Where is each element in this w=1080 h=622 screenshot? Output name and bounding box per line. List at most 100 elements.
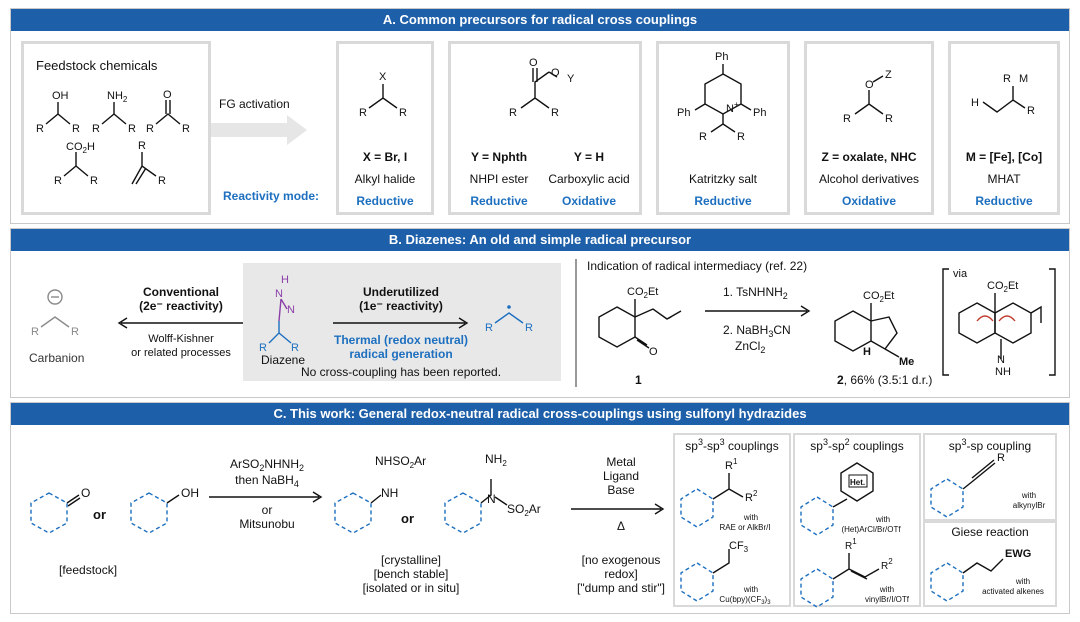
sp3-sp-title: sp3-sp coupling (948, 437, 1032, 453)
svg-text:R: R (158, 175, 166, 187)
nhpi-mode1: Reductive (470, 194, 528, 208)
svg-text:H: H (281, 274, 289, 286)
svg-text:CO2Et: CO2Et (863, 290, 894, 304)
svg-text:R: R (72, 123, 80, 135)
wolff-label-1: Wolff-Kishner (148, 333, 214, 345)
svg-text:O: O (865, 79, 874, 91)
svg-text:OH: OH (52, 90, 69, 102)
svg-text:CF3: CF3 (729, 540, 749, 554)
compound-2-label: 2, 66% (3.5:1 d.r.) (837, 373, 932, 387)
nhpi-mode2: Oxidative (561, 194, 617, 208)
svg-text:N: N (487, 492, 496, 506)
sp3-sp2-title-text: couplings (853, 439, 904, 453)
reactivity-mode-label: Reactivity mode: (223, 189, 320, 203)
compound-2-yield: , 66% (3.5:1 d.r.) (843, 373, 933, 387)
svg-text:O: O (81, 486, 90, 500)
svg-text:N: N (997, 354, 1005, 366)
svg-text:N+: N+ (726, 100, 739, 115)
fg-arrow (211, 115, 307, 145)
svg-text:X: X (379, 71, 387, 83)
delta-label: Δ (616, 519, 626, 533)
svg-text:EWG: EWG (1005, 548, 1031, 560)
svg-text:R: R (525, 322, 533, 334)
nhpi-y1: Y = Nphth (470, 150, 528, 164)
reagent-3: or (261, 503, 273, 517)
with-3: with (875, 515, 891, 524)
crystalline-label: [crystalline] (380, 553, 442, 567)
reagent-2-text: then NaBH (235, 473, 294, 487)
svg-text:R: R (138, 140, 146, 152)
compound-1-arrow (705, 305, 811, 317)
svg-text:Ph: Ph (715, 51, 728, 63)
svg-text:SO2Ar: SO2Ar (507, 502, 541, 518)
svg-text:R: R (182, 123, 190, 135)
sulfonyl-arrow (209, 491, 323, 503)
panel-c: C. This work: General redox-neutral radi… (10, 402, 1070, 614)
svg-text:R: R (699, 131, 707, 143)
svg-text:Z: Z (885, 69, 892, 81)
reagent-1a: ArSO (229, 457, 260, 471)
cu-text: Cu(bpy)(CF (719, 595, 762, 604)
svg-text:N: N (275, 288, 283, 300)
base-label: Base (607, 483, 635, 497)
svg-text:NH2: NH2 (107, 90, 128, 104)
svg-text:R: R (90, 175, 98, 187)
nhpi-y2: Y = H (573, 150, 605, 164)
with-4: with (879, 585, 895, 594)
alkyl-halide-x: X = Br, I (362, 150, 408, 164)
wolff-label-2: or related processes (131, 347, 231, 359)
panel-a: A. Common precursors for radical cross c… (10, 8, 1070, 224)
het-label: (Het)ArCl/Br/OTf (841, 525, 901, 534)
or-1: or (93, 507, 106, 522)
svg-text:NH2: NH2 (485, 452, 507, 468)
conventional-label: Conventional (142, 285, 220, 299)
svg-text:Me: Me (899, 356, 914, 368)
step-1: 1. TsNHNH2 (723, 285, 788, 301)
panel-c-title: C. This work: General redox-neutral radi… (11, 403, 1069, 425)
alcohol-z: Z = oxalate, NHC (821, 150, 917, 164)
panel-a-title: A. Common precursors for radical cross c… (11, 9, 1069, 31)
coupling-arrow (571, 503, 665, 515)
svg-text:N: N (287, 304, 295, 316)
svg-text:R: R (92, 123, 100, 135)
svg-text:H: H (863, 346, 871, 358)
compound-1-label: 1 (635, 373, 642, 387)
diazene-panel (243, 263, 561, 381)
bench-label: [bench stable] (373, 567, 449, 581)
thermal-label-2: radical generation (349, 347, 453, 361)
carbanion-label: Carbanion (29, 351, 85, 365)
svg-text:R: R (128, 123, 136, 135)
svg-text:R: R (259, 342, 267, 354)
reagent-1: ArSO2NHNH2 (229, 457, 305, 473)
svg-text:R1: R1 (845, 537, 857, 552)
compound-2-number: 2 (837, 373, 844, 387)
mhat-m: M = [Fe], [Co] (965, 150, 1043, 164)
mhat-name: MHAT (987, 172, 1021, 186)
svg-text:R1: R1 (725, 457, 738, 472)
no-exo-2: redox] (604, 567, 638, 581)
step-2-cn: CN (773, 323, 791, 337)
svg-text:NH: NH (381, 486, 398, 500)
svg-text:R: R (291, 342, 299, 354)
underutilized-label: Underutilized (362, 285, 440, 299)
svg-text:R: R (31, 326, 39, 338)
with-5: with (1021, 491, 1037, 500)
reagent-4: Mitsunobu (239, 517, 295, 531)
svg-text:Ph: Ph (677, 107, 690, 119)
svg-text:R: R (551, 107, 559, 119)
svg-text:CO2H: CO2H (66, 141, 95, 155)
feedstock-title: Feedstock chemicals (36, 58, 158, 73)
